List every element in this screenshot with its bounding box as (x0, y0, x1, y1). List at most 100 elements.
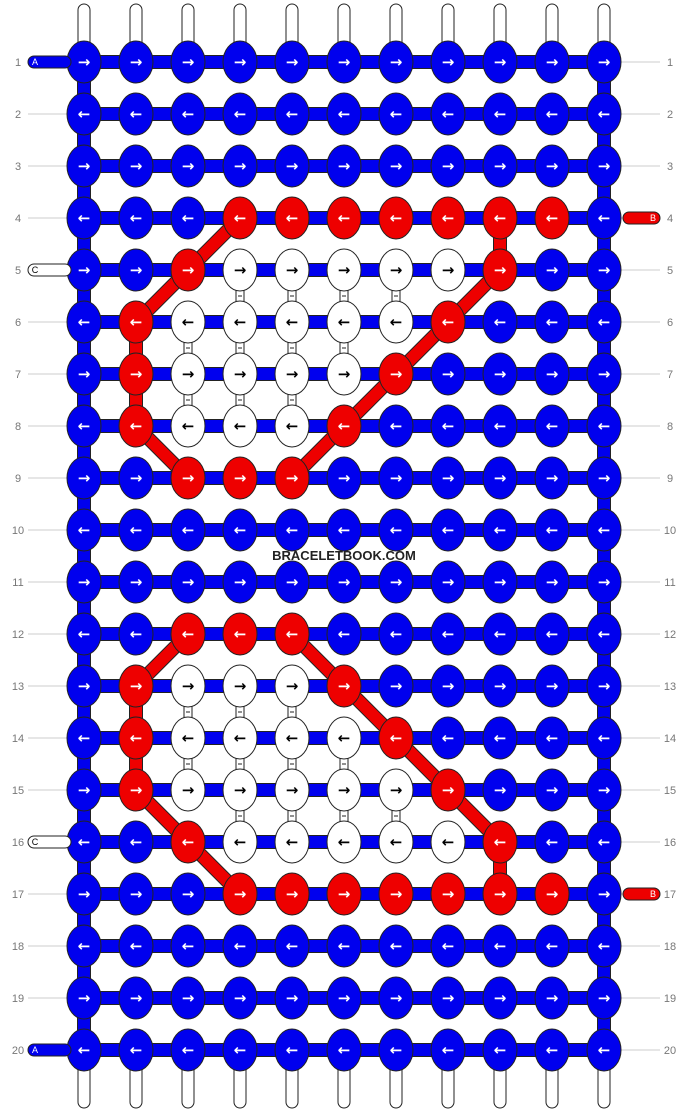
knot-r19-c3 (170, 976, 206, 1020)
knot-r2-c9 (482, 92, 518, 136)
knot-r10-c8 (430, 508, 466, 552)
arrow-right-icon: → (494, 573, 507, 591)
arrow-right-icon: → (78, 53, 91, 71)
knot-r13-c11 (586, 664, 622, 708)
knot-r15-c2 (118, 768, 154, 812)
arrow-right-icon: → (234, 989, 247, 1007)
knot-r8-c4 (222, 404, 258, 448)
knot-r5-c3 (170, 248, 206, 292)
side-tag-label: B (650, 213, 656, 223)
knot-r13-c9 (482, 664, 518, 708)
arrow-left-icon: ← (442, 209, 455, 227)
arrow-right-icon: → (442, 365, 455, 383)
arrow-left-icon: ← (286, 1041, 299, 1059)
knot-r5-c6 (326, 248, 362, 292)
arrow-right-icon: → (598, 157, 611, 175)
knot-r12-c5 (274, 612, 310, 656)
knot-r12-c9 (482, 612, 518, 656)
row-number-right: 6 (667, 317, 673, 329)
row-number-right: 19 (664, 993, 676, 1005)
arrow-right-icon: → (78, 989, 91, 1007)
knot-r20-c10 (534, 1028, 570, 1072)
knot-r3-c5 (274, 144, 310, 188)
arrow-right-icon: → (234, 261, 247, 279)
knot-r5-c8 (430, 248, 466, 292)
arrow-right-icon: → (494, 261, 507, 279)
arrow-left-icon: ← (130, 209, 143, 227)
arrow-right-icon: → (390, 885, 403, 903)
arrow-left-icon: ← (546, 105, 559, 123)
knot-r4-c6 (326, 196, 362, 240)
arrow-right-icon: → (442, 469, 455, 487)
arrow-right-icon: → (598, 53, 611, 71)
arrow-right-icon: → (494, 157, 507, 175)
knot-r18-c10 (534, 924, 570, 968)
arrow-right-icon: → (390, 677, 403, 695)
arrow-right-icon: → (598, 261, 611, 279)
knot-r1-c7 (378, 40, 414, 84)
arrow-left-icon: ← (182, 1041, 195, 1059)
arrow-left-icon: ← (338, 313, 351, 331)
knot-r3-c10 (534, 144, 570, 188)
arrow-right-icon: → (182, 573, 195, 591)
knot-r13-c7 (378, 664, 414, 708)
arrow-right-icon: → (130, 53, 143, 71)
arrow-right-icon: → (338, 53, 351, 71)
knot-r17-c10 (534, 872, 570, 916)
arrow-left-icon: ← (78, 625, 91, 643)
arrow-right-icon: → (182, 53, 195, 71)
row-number-right: 3 (667, 161, 673, 173)
knot-r2-c6 (326, 92, 362, 136)
row-number-left: 15 (12, 785, 24, 797)
knot-r15-c10 (534, 768, 570, 812)
knot-r3-c7 (378, 144, 414, 188)
arrow-left-icon: ← (390, 209, 403, 227)
row-number-right: 1 (667, 57, 673, 69)
arrow-left-icon: ← (130, 833, 143, 851)
arrow-right-icon: → (130, 781, 143, 799)
knot-r16-c7 (378, 820, 414, 864)
knot-r8-c10 (534, 404, 570, 448)
knot-r19-c8 (430, 976, 466, 1020)
arrow-right-icon: → (78, 781, 91, 799)
row-number-right: 12 (664, 629, 676, 641)
arrow-left-icon: ← (182, 105, 195, 123)
arrow-left-icon: ← (546, 625, 559, 643)
arrow-left-icon: ← (494, 833, 507, 851)
arrow-right-icon: → (442, 573, 455, 591)
arrow-left-icon: ← (598, 729, 611, 747)
arrow-left-icon: ← (130, 105, 143, 123)
arrow-right-icon: → (130, 573, 143, 591)
arrow-left-icon: ← (390, 1041, 403, 1059)
knot-r19-c11 (586, 976, 622, 1020)
row-number-right: 16 (664, 837, 676, 849)
arrow-left-icon: ← (338, 105, 351, 123)
knot-r6-c3 (170, 300, 206, 344)
arrow-left-icon: ← (390, 625, 403, 643)
arrow-left-icon: ← (338, 417, 351, 435)
knot-r8-c8 (430, 404, 466, 448)
knot-r11-c6 (326, 560, 362, 604)
arrow-left-icon: ← (494, 729, 507, 747)
knot-r14-c10 (534, 716, 570, 760)
arrow-right-icon: → (234, 885, 247, 903)
arrow-right-icon: → (286, 157, 299, 175)
knot-r10-c2 (118, 508, 154, 552)
arrow-left-icon: ← (234, 313, 247, 331)
knot-r15-c4 (222, 768, 258, 812)
arrow-right-icon: → (598, 573, 611, 591)
row-number-right: 18 (664, 941, 676, 953)
arrow-left-icon: ← (598, 833, 611, 851)
knot-r20-c9 (482, 1028, 518, 1072)
arrow-right-icon: → (546, 469, 559, 487)
arrow-left-icon: ← (78, 937, 91, 955)
arrow-left-icon: ← (598, 313, 611, 331)
knot-r5-c11 (586, 248, 622, 292)
arrow-right-icon: → (78, 157, 91, 175)
arrow-right-icon: → (598, 885, 611, 903)
row-number-left: 1 (15, 57, 21, 69)
arrow-left-icon: ← (390, 313, 403, 331)
arrow-left-icon: ← (130, 313, 143, 331)
arrow-left-icon: ← (546, 209, 559, 227)
arrow-left-icon: ← (442, 105, 455, 123)
